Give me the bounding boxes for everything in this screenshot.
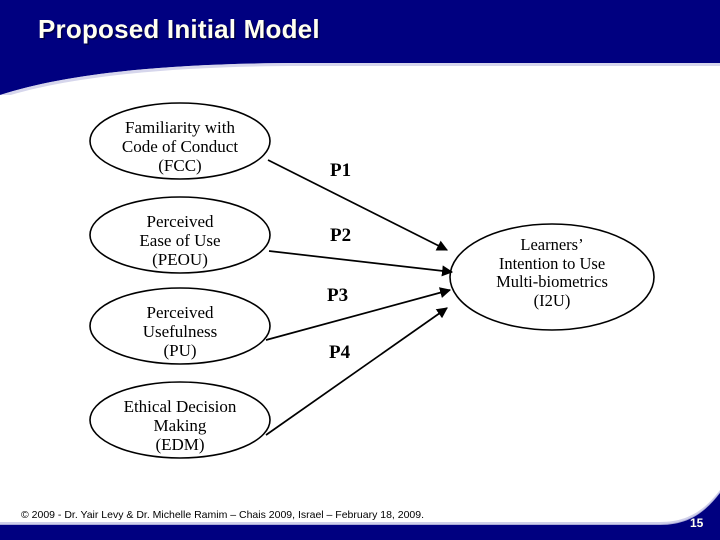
node-ellipse-edm [89, 381, 271, 459]
footer-copyright: © 2009 - Dr. Yair Levy & Dr. Michelle Ra… [21, 509, 425, 521]
path-label-p1: P1 [330, 160, 352, 181]
path-label-p4: P4 [329, 342, 351, 363]
path-label-p2: P2 [330, 225, 352, 246]
node-ellipse-fcc [89, 102, 271, 180]
node-ellipse-pu [89, 287, 271, 365]
path-arrow-p1 [267, 159, 448, 251]
slide-number: 15 [690, 516, 704, 530]
page-title: Proposed Initial Model [38, 14, 320, 44]
node-ellipse-i2u [449, 223, 655, 331]
path-arrow-p3 [265, 287, 452, 341]
path-label-p3: P3 [327, 285, 349, 306]
node-ellipse-peou [89, 196, 271, 274]
path-arrow-p2 [268, 250, 454, 277]
path-arrow-p4 [265, 307, 448, 436]
